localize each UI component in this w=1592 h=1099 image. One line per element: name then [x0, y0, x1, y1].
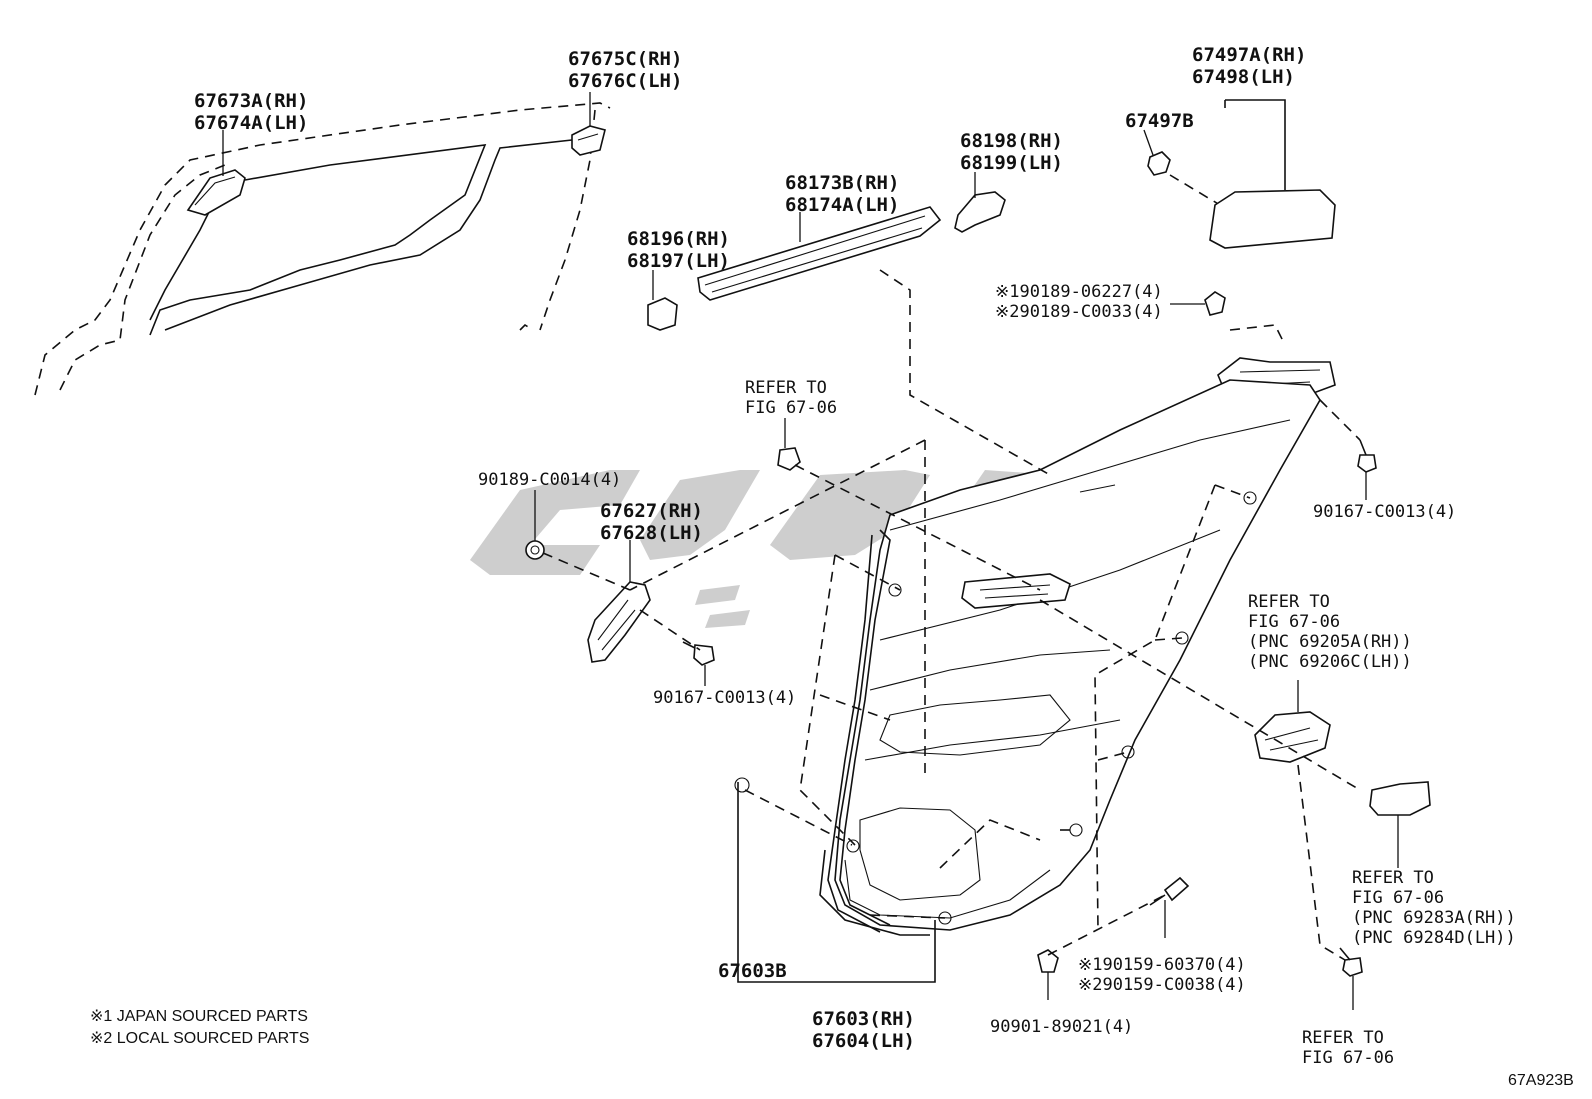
panel-clip-holes	[734, 491, 1257, 925]
part-67673A-clip	[186, 130, 246, 216]
label-67497A: 67497A(RH) 67498(LH)	[1192, 44, 1307, 88]
part-68196-pad	[647, 270, 678, 331]
label-68198: 68198(RH) 68199(LH)	[960, 130, 1063, 174]
part-90189-06227-clip	[1170, 291, 1286, 346]
part-switch-cover	[1369, 781, 1431, 868]
part-67603B-seal	[737, 529, 936, 983]
label-refer-fig-67-06-bottom: REFER TO FIG 67-06	[1302, 1028, 1395, 1068]
label-67603B: 67603B	[718, 960, 787, 982]
part-67627-bracket	[587, 540, 651, 663]
label-refer-fig-67-06-handle: REFER TO FIG 67-06 (PNC 69205A(RH)) (PNC…	[1248, 592, 1412, 672]
part-68198-bracket	[954, 172, 1006, 233]
label-90167-C0013-left: 90167-C0013(4)	[653, 688, 797, 708]
part-lower-screw	[1339, 947, 1363, 1010]
part-upper-clip-refer	[777, 418, 801, 471]
part-67675C-clip	[571, 92, 606, 156]
label-67627: 67627(RH) 67628(LH)	[600, 500, 703, 544]
part-67497A-cover	[1209, 99, 1336, 249]
part-90189-C0014-clip	[525, 490, 545, 560]
label-90189-C0014: 90189-C0014(4)	[478, 470, 622, 490]
label-90159: ※190159-60370(4) ※290159-C0038(4)	[1078, 955, 1246, 995]
diagram-code: 67A923B	[1508, 1072, 1574, 1089]
label-67497B: 67497B	[1125, 110, 1194, 132]
part-67603-door-trim-panel	[834, 379, 1321, 931]
label-90167-C0013-right: 90167-C0013(4)	[1313, 502, 1457, 522]
part-90901-nut	[1037, 949, 1059, 1000]
dashed-assembly-lines	[542, 269, 1361, 961]
label-67675C: 67675C(RH) 67676C(LH)	[568, 48, 683, 92]
label-90189-06227: ※190189-06227(4) ※290189-C0033(4)	[995, 282, 1163, 322]
part-90167-screw-right	[1357, 439, 1377, 500]
label-refer-fig-67-06-top: REFER TO FIG 67-06	[745, 378, 838, 418]
label-refer-fig-67-06-switch: REFER TO FIG 67-06 (PNC 69283A(RH)) (PNC…	[1352, 868, 1516, 948]
label-68196: 68196(RH) 68197(LH)	[627, 228, 730, 272]
label-67673A: 67673A(RH) 67674A(LH)	[194, 90, 309, 134]
door-frame-outline	[34, 102, 611, 396]
part-inner-handle-bezel	[1254, 680, 1331, 763]
label-68173B: 68173B(RH) 68174A(LH)	[785, 172, 900, 216]
part-67497B-clip	[1143, 129, 1221, 206]
label-90901: 90901-89021(4)	[990, 1017, 1134, 1037]
part-90159-screw	[1149, 876, 1190, 938]
part-68173B-weatherstrip	[697, 206, 942, 301]
footnote-local: ※2 LOCAL SOURCED PARTS	[90, 1030, 310, 1047]
footnotes: ※1 JAPAN SOURCED PARTS ※2 LOCAL SOURCED …	[90, 1006, 309, 1050]
footnote-japan: ※1 JAPAN SOURCED PARTS	[90, 1008, 308, 1025]
label-67603: 67603(RH) 67604(LH)	[812, 1008, 915, 1052]
